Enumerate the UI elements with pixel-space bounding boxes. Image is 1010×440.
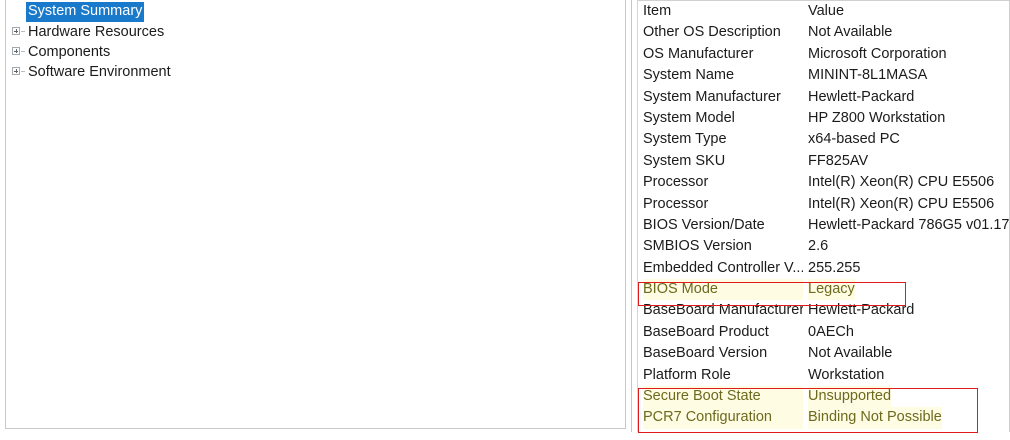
detail-item-value: Intel(R) Xeon(R) CPU E5506 — [808, 195, 995, 212]
detail-item-name: Embedded Controller V... — [643, 259, 803, 276]
detail-item-value: Not Available — [808, 24, 893, 41]
detail-row[interactable]: BaseBoard Version Not Available — [638, 343, 1009, 364]
panel-inner-border — [637, 0, 638, 432]
detail-item-name: System Type — [643, 131, 727, 148]
detail-item-value: Hewlett-Packard — [808, 302, 915, 319]
detail-header-row[interactable]: Item Value — [638, 1, 1009, 22]
detail-row[interactable]: BaseBoard Manufacturer Hewlett-Packard — [638, 300, 1009, 321]
detail-item-value: 0AECh — [808, 323, 854, 340]
detail-item-name: System Name — [643, 67, 735, 84]
detail-item-value: Hewlett-Packard 786G5 v01.17, 8/ — [808, 216, 1010, 233]
detail-item-name: System Manufacturer — [643, 88, 781, 105]
detail-row[interactable]: Other OS Description Not Available — [638, 22, 1009, 43]
detail-item-value: Hewlett-Packard — [808, 88, 915, 105]
detail-item-name: BaseBoard Version — [643, 345, 768, 362]
detail-item-name: BaseBoard Manufacturer — [643, 302, 803, 319]
detail-item-value: Legacy — [808, 279, 855, 301]
navigation-tree-panel[interactable]: System Summary Hardware Resources Compon… — [5, 0, 626, 429]
detail-row[interactable]: System Name MININT-8L1MASA — [638, 65, 1009, 86]
detail-item-value: FF825AV — [808, 152, 869, 169]
detail-row[interactable]: System Type x64-based PC — [638, 129, 1009, 150]
detail-item-name: PCR7 Configuration — [643, 407, 803, 429]
detail-item-name: Other OS Description — [643, 24, 781, 41]
tree-item-system-summary[interactable]: System Summary — [6, 2, 625, 22]
detail-item-name: SMBIOS Version — [643, 238, 752, 255]
detail-row[interactable]: Processor Intel(R) Xeon(R) CPU E5506 — [638, 172, 1009, 193]
detail-item-value: Microsoft Corporation — [808, 45, 947, 62]
detail-row[interactable]: BIOS Version/Date Hewlett-Packard 786G5 v… — [638, 215, 1010, 236]
detail-row[interactable]: Platform Role Workstation — [638, 365, 1009, 386]
tree-item-label: Software Environment — [28, 64, 171, 80]
tree-item-software-environment[interactable]: Software Environment — [6, 62, 625, 82]
tree-expander-placeholder — [9, 2, 26, 22]
detail-item-name: Secure Boot State — [643, 386, 803, 408]
detail-item-value: HP Z800 Workstation — [808, 109, 946, 126]
column-header-item: Item — [643, 3, 672, 19]
detail-item-name: BIOS Mode — [643, 279, 803, 301]
detail-item-value: Binding Not Possible — [808, 407, 942, 429]
detail-item-name: Platform Role — [643, 366, 731, 383]
expand-plus-icon[interactable] — [9, 62, 26, 82]
detail-row[interactable]: System Model HP Z800 Workstation — [638, 108, 1009, 129]
detail-row[interactable]: System SKU FF825AV — [638, 151, 1009, 172]
detail-item-value: Intel(R) Xeon(R) CPU E5506 — [808, 174, 995, 191]
tree-item-hardware-resources[interactable]: Hardware Resources — [6, 22, 625, 42]
detail-item-name: Processor — [643, 195, 709, 212]
detail-item-value: Unsupported — [808, 386, 892, 408]
column-header-value: Value — [808, 3, 845, 19]
detail-row[interactable]: OS Manufacturer Microsoft Corporation — [638, 44, 1009, 65]
detail-item-name: BaseBoard Product — [643, 323, 769, 340]
detail-item-name: OS Manufacturer — [643, 45, 754, 62]
detail-item-value: x64-based PC — [808, 131, 900, 148]
expand-plus-icon[interactable] — [9, 22, 26, 42]
detail-item-value: 255.255 — [808, 259, 861, 276]
tree-item-components[interactable]: Components — [6, 42, 625, 62]
tree-item-label: System Summary — [26, 2, 145, 22]
detail-item-value: MININT-8L1MASA — [808, 67, 928, 84]
detail-item-name: System SKU — [643, 152, 726, 169]
detail-row[interactable]: SMBIOS Version 2.6 — [638, 236, 1009, 257]
tree-item-label: Components — [28, 44, 111, 60]
detail-item-value: Not Available — [808, 345, 893, 362]
detail-item-value: Workstation — [808, 366, 885, 383]
detail-item-value: 2.6 — [808, 238, 829, 255]
detail-item-name: Processor — [643, 174, 709, 191]
detail-row[interactable]: Embedded Controller V... 255.255 — [638, 258, 1009, 279]
tree-item-label: Hardware Resources — [28, 24, 165, 40]
detail-item-name: System Model — [643, 109, 735, 126]
detail-row[interactable]: Processor Intel(R) Xeon(R) CPU E5506 — [638, 194, 1009, 215]
panel-divider — [631, 0, 632, 432]
panel-top-border — [637, 0, 1010, 1]
detail-row[interactable]: System Manufacturer Hewlett-Packard — [638, 87, 1009, 108]
expand-plus-icon[interactable] — [9, 42, 26, 62]
detail-item-name: BIOS Version/Date — [643, 216, 765, 233]
detail-row[interactable]: BaseBoard Product 0AECh — [638, 322, 1009, 343]
